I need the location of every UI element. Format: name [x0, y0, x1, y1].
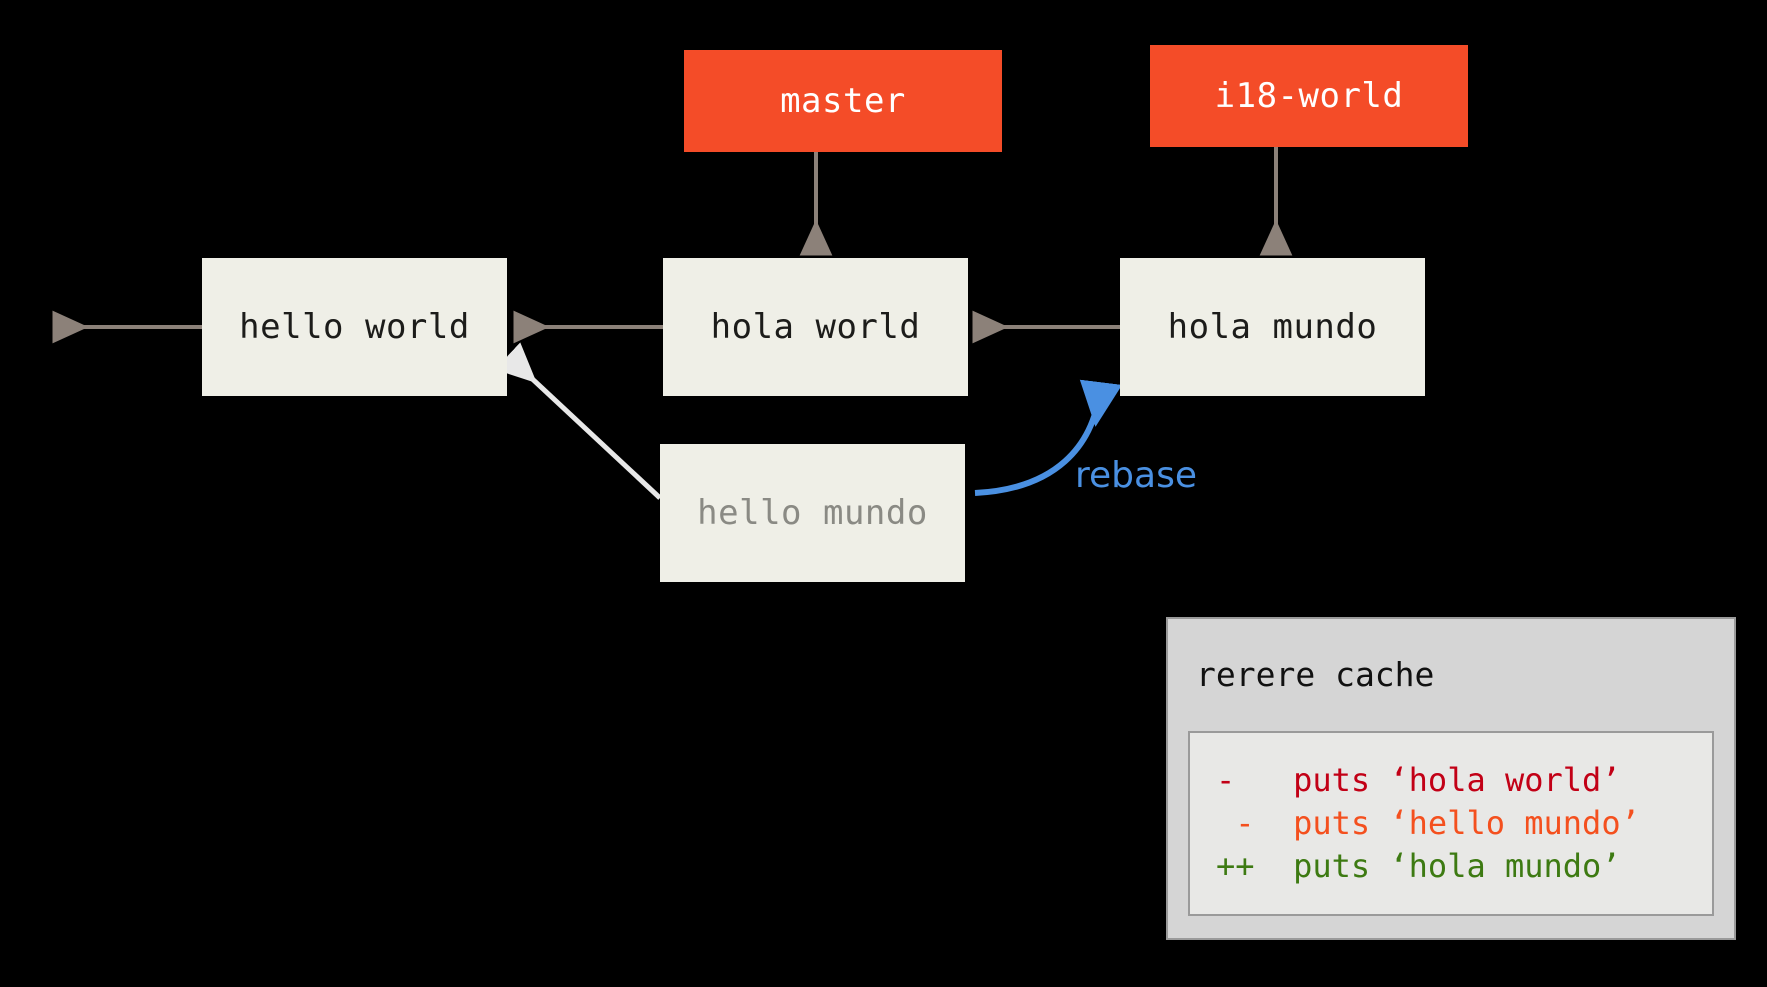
commit-node-hola-mundo[interactable]: hola mundo: [1120, 258, 1425, 396]
diff-line-added-hola-mundo: ++ puts ‘hola mundo’: [1216, 847, 1621, 885]
branch-label-i18-world[interactable]: i18-world: [1150, 45, 1468, 147]
rerere-cache-title: rerere cache: [1196, 655, 1435, 694]
branch-label-i18-world-text: i18-world: [1214, 76, 1404, 116]
branch-label-master-text: master: [780, 81, 906, 121]
commit-label-hello-mundo: hello mundo: [697, 493, 928, 533]
branch-label-master[interactable]: master: [684, 50, 1002, 152]
diff-line-removed-hola-world: - puts ‘hola world’: [1216, 761, 1621, 799]
commit-node-hola-world[interactable]: hola world: [663, 258, 968, 396]
branch-pointer-group: [799, 147, 1293, 256]
commit-node-hello-mundo[interactable]: hello mundo: [660, 444, 965, 582]
diff-line-removed-hello-mundo: - puts ‘hello mundo’: [1216, 804, 1640, 842]
commit-label-hola-mundo: hola mundo: [1167, 307, 1378, 347]
rerere-diff-box: - puts ‘hola world’ - puts ‘hello mundo’…: [1188, 731, 1714, 916]
rebase-annotation-label: rebase: [1075, 455, 1197, 496]
edge-hello-mundo-to-hello-world: [494, 342, 662, 500]
commit-label-hola-world: hola world: [710, 307, 921, 347]
commit-node-hello-world[interactable]: hello world: [202, 258, 507, 396]
commit-label-hello-world: hello world: [239, 307, 470, 347]
rerere-cache-panel: rerere cache - puts ‘hola world’ - puts …: [1166, 617, 1736, 940]
